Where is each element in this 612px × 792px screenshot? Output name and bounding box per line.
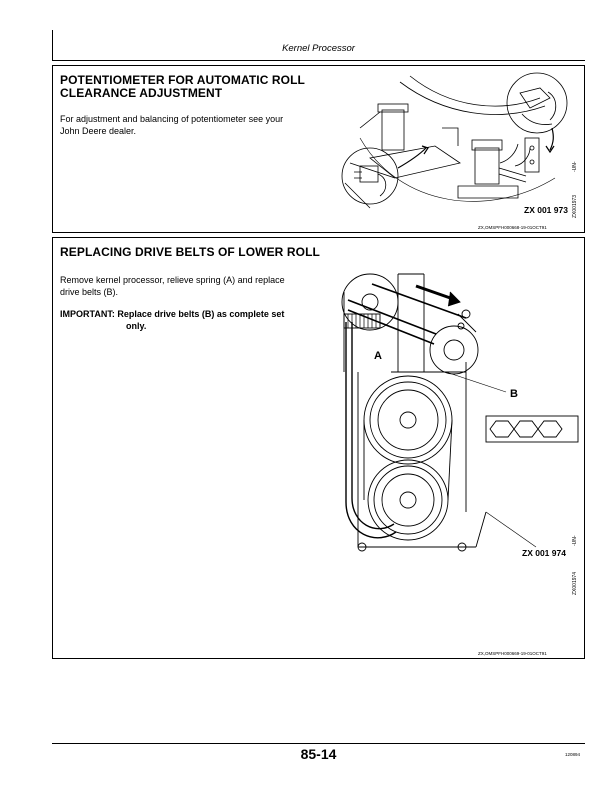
potentiometer-figure-un: -UN- [572, 161, 578, 172]
potentiometer-title-line1: POTENTIOMETER FOR AUTOMATIC ROLL [60, 73, 305, 87]
drive-belts-illustration [341, 273, 579, 552]
drive-belts-panel [52, 237, 585, 659]
drive-belts-body-line1: Remove kernel processor, relieve spring … [60, 275, 285, 285]
potentiometer-panel [52, 65, 585, 233]
section-header-title: Kernel Processor [282, 43, 355, 54]
header-rule [52, 60, 585, 61]
important-note-line1: IMPORTANT: Replace drive belts (B) as co… [60, 309, 285, 319]
footer-code: 120894 [564, 752, 580, 757]
potentiometer-figure-side-code: ZX001973 [572, 194, 578, 218]
potentiometer-figure-label: ZX 001 973 [524, 205, 568, 215]
potentiometer-illustration [341, 72, 568, 209]
drive-belts-ref-code: ZX,OMSPFH000669-19-01OCT91 [478, 651, 547, 656]
drive-belts-title: REPLACING DRIVE BELTS OF LOWER ROLL [60, 245, 320, 259]
drive-belts-figure-label: ZX 001 974 [522, 548, 566, 558]
callout-a-spring: A [374, 350, 382, 362]
potentiometer-title-line2: CLEARANCE ADJUSTMENT [60, 86, 223, 100]
footer-rule [52, 743, 585, 744]
header-rule-vertical [52, 30, 53, 60]
potentiometer-ref-code: ZX,OMSPFH000668-19-01OCT91 [478, 225, 547, 230]
drive-belts-body-line2: drive belts (B). [60, 286, 119, 297]
potentiometer-body-line1: For adjustment and balancing of potentio… [60, 114, 284, 124]
page-number: 85-14 [300, 746, 337, 762]
drive-belts-figure-side-code: ZX001974 [572, 571, 578, 595]
potentiometer-body-line2: John Deere dealer. [60, 125, 137, 136]
drive-belts-figure-un: -UN- [572, 535, 578, 546]
callout-b-drive-belts: B [510, 388, 518, 400]
important-note-line2: only. [126, 320, 147, 331]
